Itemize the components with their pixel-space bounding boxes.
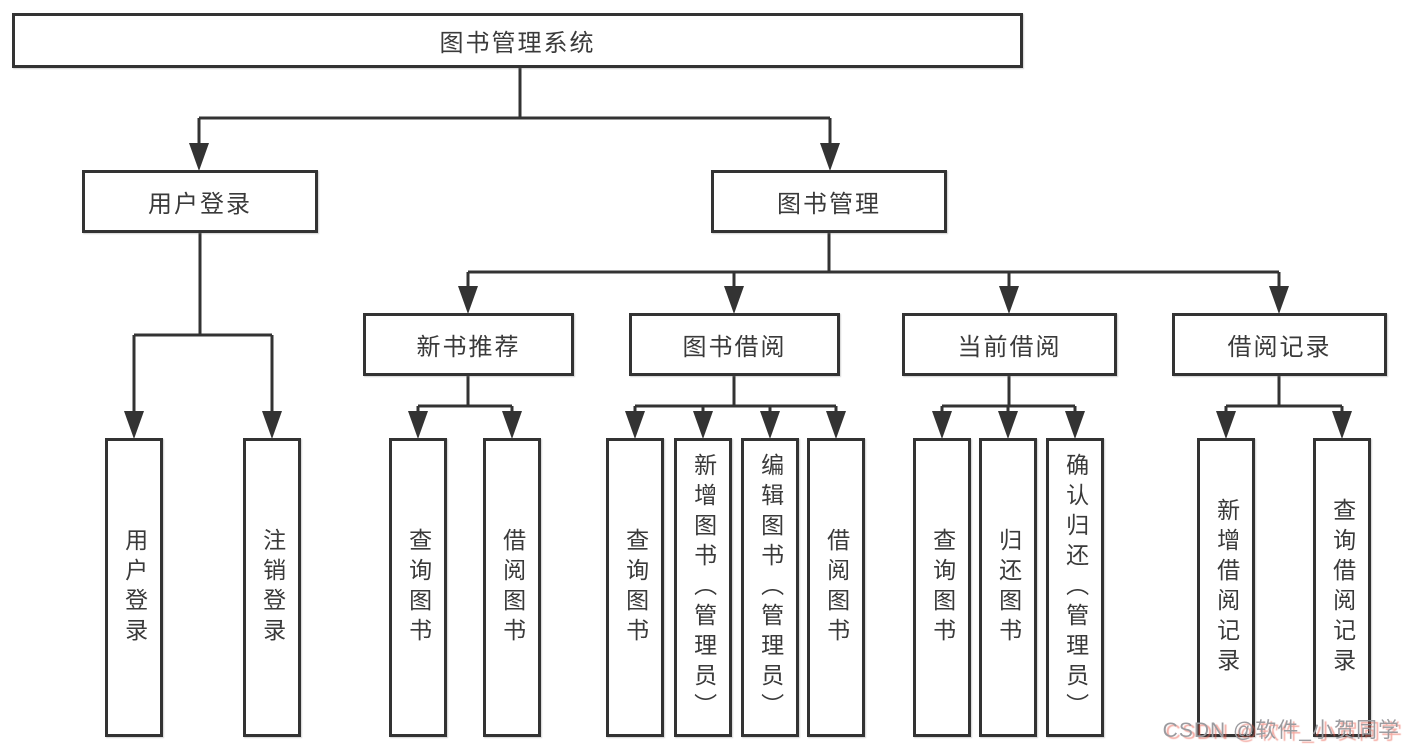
leaf-edit-books-admin: 编辑图书（管理员） — [741, 438, 799, 737]
node-label: 用户登录 — [121, 527, 148, 648]
node-label: 编辑图书（管理员） — [757, 452, 784, 723]
arrowhead — [189, 143, 209, 171]
connector-root-to-level2 — [189, 68, 840, 171]
arrowhead — [820, 143, 840, 171]
leaf-query-books-recommend: 查询图书 — [389, 438, 447, 737]
connector-userlogin-to-leaves — [124, 233, 282, 439]
node-label: 当前借阅 — [957, 334, 1062, 361]
leaf-add-books-admin: 新增图书（管理员） — [674, 438, 732, 737]
node-book-management: 图书管理 — [711, 170, 947, 233]
leaf-user-login: 用户登录 — [105, 438, 163, 737]
node-label: 图书管理系统 — [439, 30, 596, 57]
node-label: 图书借阅 — [682, 334, 787, 361]
leaf-logout: 注销登录 — [243, 438, 301, 737]
arrowhead — [724, 286, 744, 314]
arrowhead — [760, 411, 780, 439]
node-book-borrowing: 图书借阅 — [629, 313, 840, 376]
connector-bookmgmt-to-level3 — [458, 233, 1289, 314]
arrowhead — [625, 411, 645, 439]
arrowhead — [998, 411, 1018, 439]
node-user-login: 用户登录 — [82, 170, 318, 233]
node-label: 注销登录 — [259, 527, 286, 648]
connector-newbook-to-leaves — [408, 376, 522, 439]
node-label: 图书管理 — [777, 191, 881, 218]
leaf-add-borrow-record: 新增借阅记录 — [1197, 438, 1255, 737]
arrowhead — [693, 411, 713, 439]
leaf-borrow-books-borrowing: 借阅图书 — [807, 438, 865, 737]
leaf-borrow-books-recommend: 借阅图书 — [483, 438, 541, 737]
node-label: 新增借阅记录 — [1213, 497, 1240, 678]
node-root-library-system: 图书管理系统 — [12, 13, 1023, 68]
connector-records-to-leaves — [1216, 376, 1352, 439]
arrowhead — [932, 411, 952, 439]
node-label: 新书推荐 — [416, 334, 521, 361]
arrowhead — [458, 286, 478, 314]
node-label: 查询图书 — [622, 527, 649, 648]
node-label: 新增图书（管理员） — [690, 452, 717, 723]
node-current-borrowing: 当前借阅 — [902, 313, 1117, 376]
node-label: 用户登录 — [148, 191, 252, 218]
arrowhead — [408, 411, 428, 439]
leaf-query-books-current: 查询图书 — [913, 438, 971, 737]
node-label: 查询图书 — [929, 527, 956, 648]
leaf-confirm-return-admin: 确认归还（管理员） — [1046, 438, 1104, 737]
connector-current-to-leaves — [932, 376, 1085, 439]
arrowhead — [999, 286, 1019, 314]
node-label: 查询借阅记录 — [1329, 497, 1356, 678]
node-label: 查询图书 — [405, 527, 432, 648]
node-label: 借阅记录 — [1227, 334, 1332, 361]
node-label: 借阅图书 — [823, 527, 850, 648]
arrowhead — [1332, 411, 1352, 439]
leaf-query-borrow-record: 查询借阅记录 — [1313, 438, 1371, 737]
node-new-book-recommend: 新书推荐 — [363, 313, 574, 376]
node-label: 借阅图书 — [499, 527, 526, 648]
arrowhead — [1065, 411, 1085, 439]
leaf-query-books-borrowing: 查询图书 — [606, 438, 664, 737]
arrowhead — [1216, 411, 1236, 439]
arrowhead — [1269, 286, 1289, 314]
csdn-watermark: CSDN @软件_小贺同学 — [1162, 719, 1400, 742]
node-label: 归还图书 — [995, 527, 1022, 648]
connector-borrowing-to-leaves — [625, 376, 846, 439]
node-label: 确认归还（管理员） — [1062, 452, 1089, 723]
node-borrowing-records: 借阅记录 — [1172, 313, 1387, 376]
leaf-return-books: 归还图书 — [979, 438, 1037, 737]
arrowhead — [262, 411, 282, 439]
arrowhead — [502, 411, 522, 439]
arrowhead — [124, 411, 144, 439]
arrowhead — [826, 411, 846, 439]
